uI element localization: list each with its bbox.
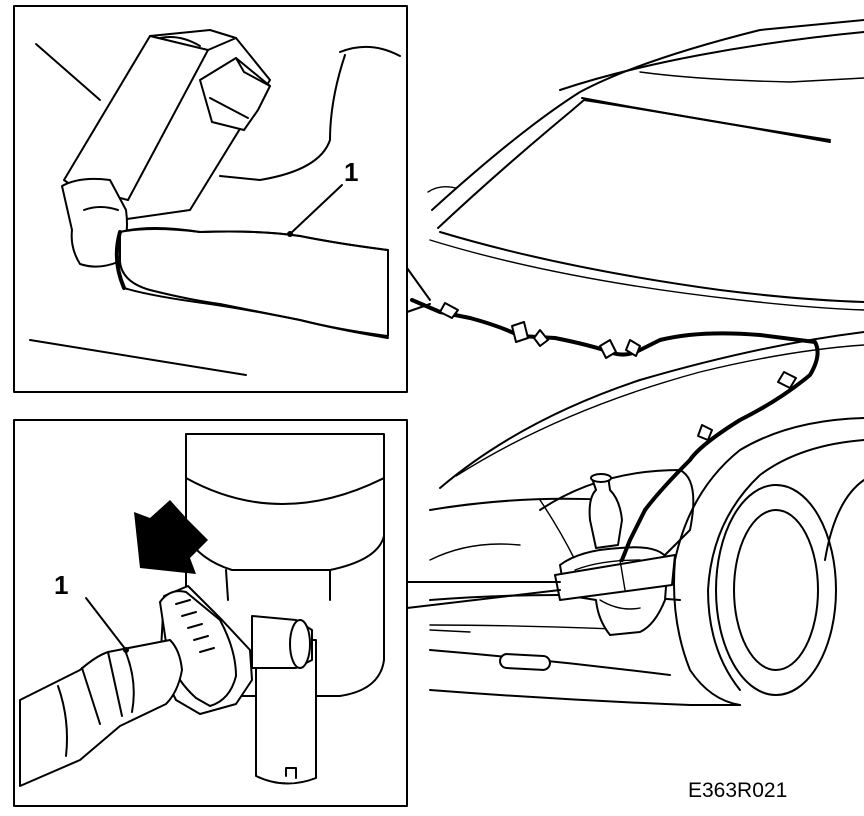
down-left-arrow-icon (134, 500, 208, 574)
car-illustration (410, 19, 864, 706)
top-detail-panel: 1 (13, 5, 431, 393)
callout-1-bottom: 1 (54, 570, 68, 600)
bottom-detail-panel: 1 (13, 419, 561, 807)
callout-1-top: 1 (344, 157, 358, 187)
figure-code: E363R021 (688, 779, 787, 802)
